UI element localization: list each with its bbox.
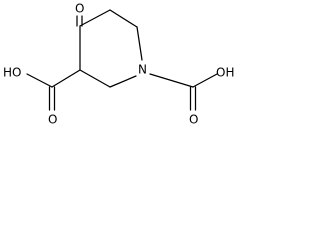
structure-diagram: O N HO O OH O	[3, 2, 234, 127]
bond-c6-n	[136, 26, 143, 61]
bond-cl-oh	[26, 73, 53, 88]
bond-n-cr	[149, 73, 194, 88]
atom-right-acid-hydroxyl: OH	[216, 66, 234, 80]
bond-n-c2	[109, 75, 137, 88]
atom-left-acid-hydroxyl: HO	[3, 66, 21, 80]
bond-c5-c6	[109, 9, 138, 28]
bonds	[26, 15, 218, 111]
ring-skeleton	[79, 9, 143, 88]
atom-left-acid-oxygen: O	[48, 113, 57, 127]
bond-c3-cl	[51, 69, 81, 88]
atom-ketone-oxygen: O	[75, 2, 84, 16]
atom-nitrogen: N	[138, 63, 147, 77]
atom-right-acid-oxygen: O	[189, 113, 198, 127]
bond-c2-c3	[79, 69, 111, 88]
bond-cr-oh	[192, 73, 218, 88]
bond-c4-c5	[79, 9, 111, 27]
atom-labels: O N HO O OH O	[3, 2, 234, 127]
